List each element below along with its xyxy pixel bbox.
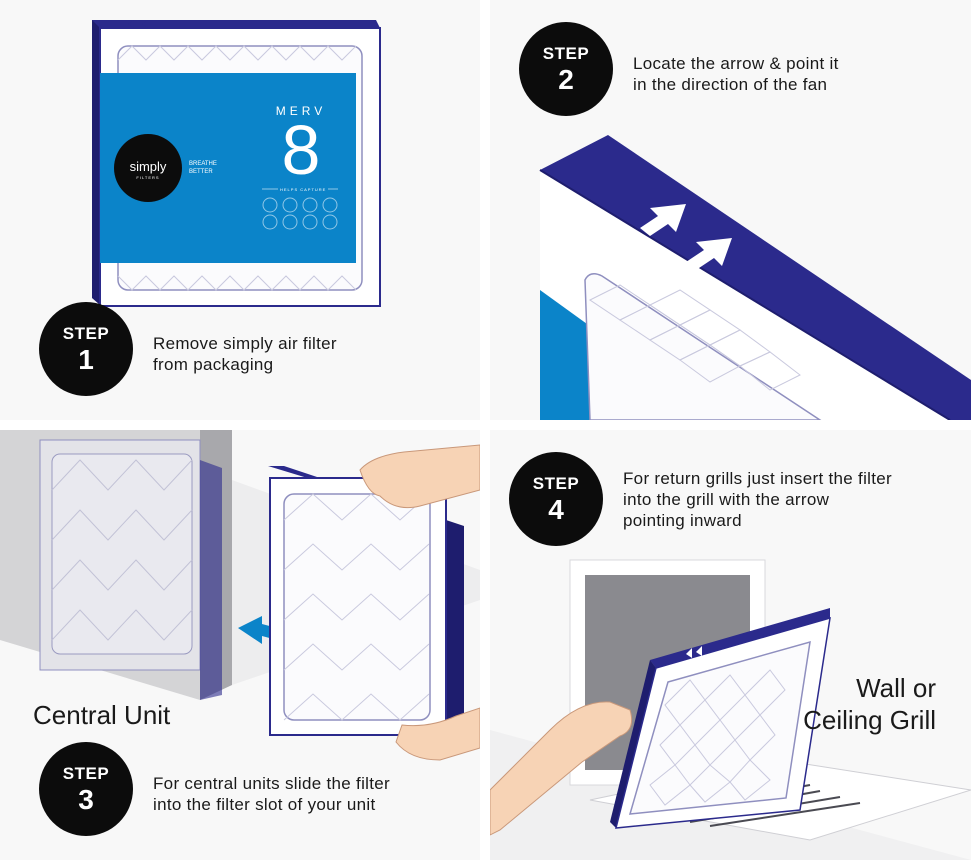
wall-grill-illustration	[490, 559, 971, 860]
step-2-badge: STEP 2	[519, 22, 613, 116]
step-1-panel: simply FILTERS BREATHE BETTER MERV 8 HEL…	[0, 0, 480, 420]
helps-capture: HELPS CAPTURE	[278, 187, 329, 192]
wall-grill-label: Wall or Ceiling Grill	[803, 673, 936, 735]
merv-value: 8	[281, 111, 321, 189]
step-3-text: For central units slide the filter into …	[153, 774, 390, 814]
arrow-up-right-icon	[686, 646, 702, 658]
step-1-badge: STEP 1	[39, 302, 133, 396]
brand-sub: FILTERS	[136, 175, 160, 180]
step-1-text: Remove simply air filter from packaging	[153, 334, 337, 374]
central-unit-illustration	[0, 430, 480, 761]
arrow-up-right-icon	[128, 20, 148, 28]
arrow-up-right-icon	[640, 204, 732, 270]
central-unit-label: Central Unit	[33, 700, 171, 730]
step-3-panel: Central Unit STEP 3 For central units sl…	[0, 430, 480, 860]
hand-icon	[359, 444, 480, 761]
step-2-panel: STEP 2 Locate the arrow & point it in th…	[490, 0, 971, 420]
simply-logo	[114, 134, 182, 202]
filter-edge-illustration	[539, 135, 971, 420]
brand-name: simply	[129, 159, 167, 174]
filter-package-illustration	[92, 20, 381, 307]
step-4-text: For return grills just insert the filter…	[623, 469, 892, 530]
step-4-badge: STEP 4	[509, 452, 603, 546]
tagline: BREATHE BETTER	[189, 161, 217, 175]
step-3-badge: STEP 3	[39, 742, 133, 836]
hand-icon	[490, 701, 633, 836]
step-2-text: Locate the arrow & point it in the direc…	[633, 54, 839, 94]
merv-label: MERV	[275, 104, 327, 118]
step-4-panel: STEP 4 For return grills just insert the…	[490, 430, 971, 860]
